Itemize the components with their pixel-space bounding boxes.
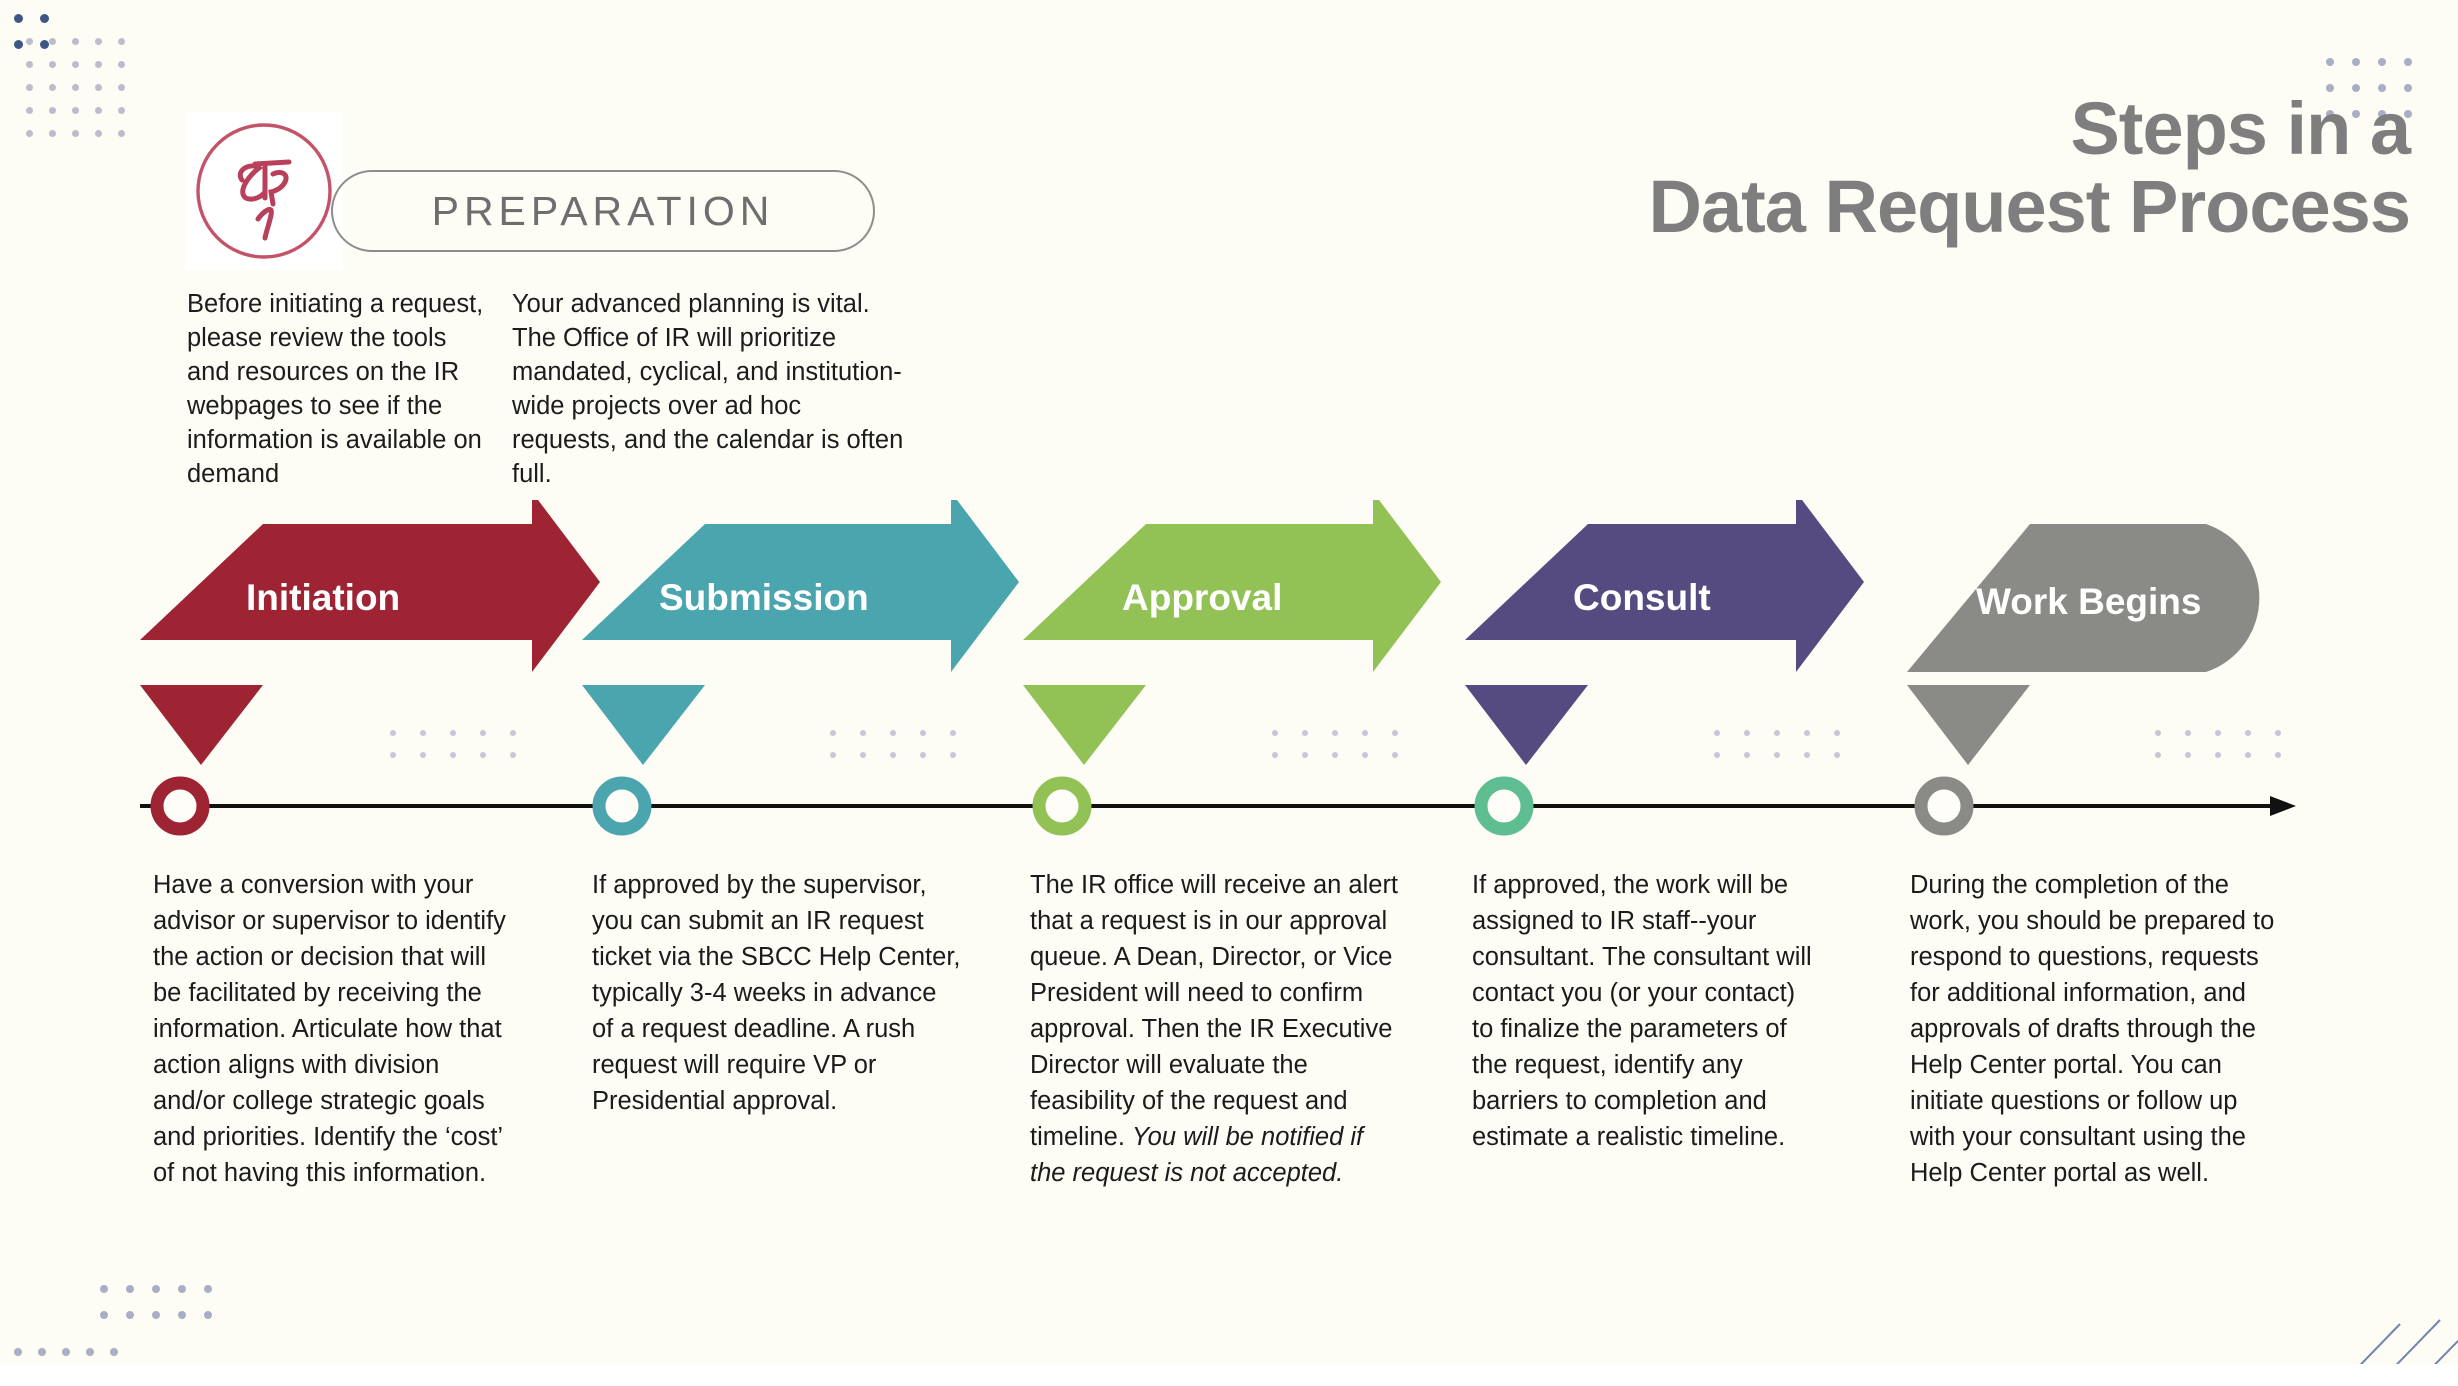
process-label-initiation: Initiation bbox=[246, 577, 401, 618]
process-arrow-band bbox=[140, 500, 2260, 765]
decorative-dots-top-left-navy bbox=[14, 14, 66, 66]
step-description-initiation: Have a conversion with your advisor or s… bbox=[153, 871, 506, 1187]
step-description-approval: The IR office will receive an alert that… bbox=[1030, 868, 1400, 1192]
timeline-end-arrow-icon bbox=[2270, 796, 2296, 816]
bottom-strip bbox=[0, 1364, 2458, 1386]
process-arrow-approval[interactable] bbox=[1023, 500, 1441, 765]
process-label-work-begins: Work Begins bbox=[1976, 581, 2202, 622]
page-title-line-1: Steps in a bbox=[2070, 87, 2411, 170]
decorative-dots-bottom-left-a bbox=[100, 1285, 230, 1337]
process-arrow-submission[interactable] bbox=[582, 500, 1019, 765]
page-title: Steps in a Data Request Process bbox=[1150, 87, 2411, 248]
preparation-text-column-2: Your advanced planning is vital. The Off… bbox=[512, 290, 904, 488]
step-1-badge bbox=[185, 112, 343, 270]
process-label-approval: Approval bbox=[1122, 577, 1283, 618]
timeline-marker-consult[interactable] bbox=[1474, 776, 1534, 836]
step-description-work-begins: During the completion of the work, you s… bbox=[1910, 871, 2275, 1187]
page-title-line-2: Data Request Process bbox=[1648, 164, 2411, 248]
step-description-approval-italic: You will be notified if the request is n… bbox=[1030, 1122, 1364, 1187]
step-1-badge-graphic bbox=[196, 123, 332, 259]
timeline-marker-approval[interactable] bbox=[1032, 776, 1092, 836]
step-description-submission: If approved by the supervisor, you can s… bbox=[592, 871, 961, 1115]
process-shape-work-begins[interactable] bbox=[1907, 524, 2260, 765]
step-description-consult: If approved, the work will be assigned t… bbox=[1472, 871, 1812, 1151]
decorative-dots-top-left-light bbox=[26, 38, 141, 153]
process-arrow-consult[interactable] bbox=[1465, 500, 1864, 765]
process-arrow-initiation[interactable] bbox=[140, 500, 600, 765]
preparation-pill-label: PREPARATION bbox=[431, 187, 775, 234]
process-label-submission: Submission bbox=[659, 577, 869, 618]
timeline-marker-submission[interactable] bbox=[592, 776, 652, 836]
step-description-approval-plain: The IR office will receive an alert that… bbox=[1030, 871, 1399, 1151]
process-timeline bbox=[140, 776, 2296, 836]
timeline-marker-initiation[interactable] bbox=[150, 776, 210, 836]
timeline-marker-work-begins[interactable] bbox=[1914, 776, 1974, 836]
preparation-pill[interactable]: PREPARATION bbox=[331, 170, 875, 252]
process-label-consult: Consult bbox=[1573, 577, 1711, 618]
preparation-text-column-1: Before initiating a request, please revi… bbox=[187, 290, 484, 488]
